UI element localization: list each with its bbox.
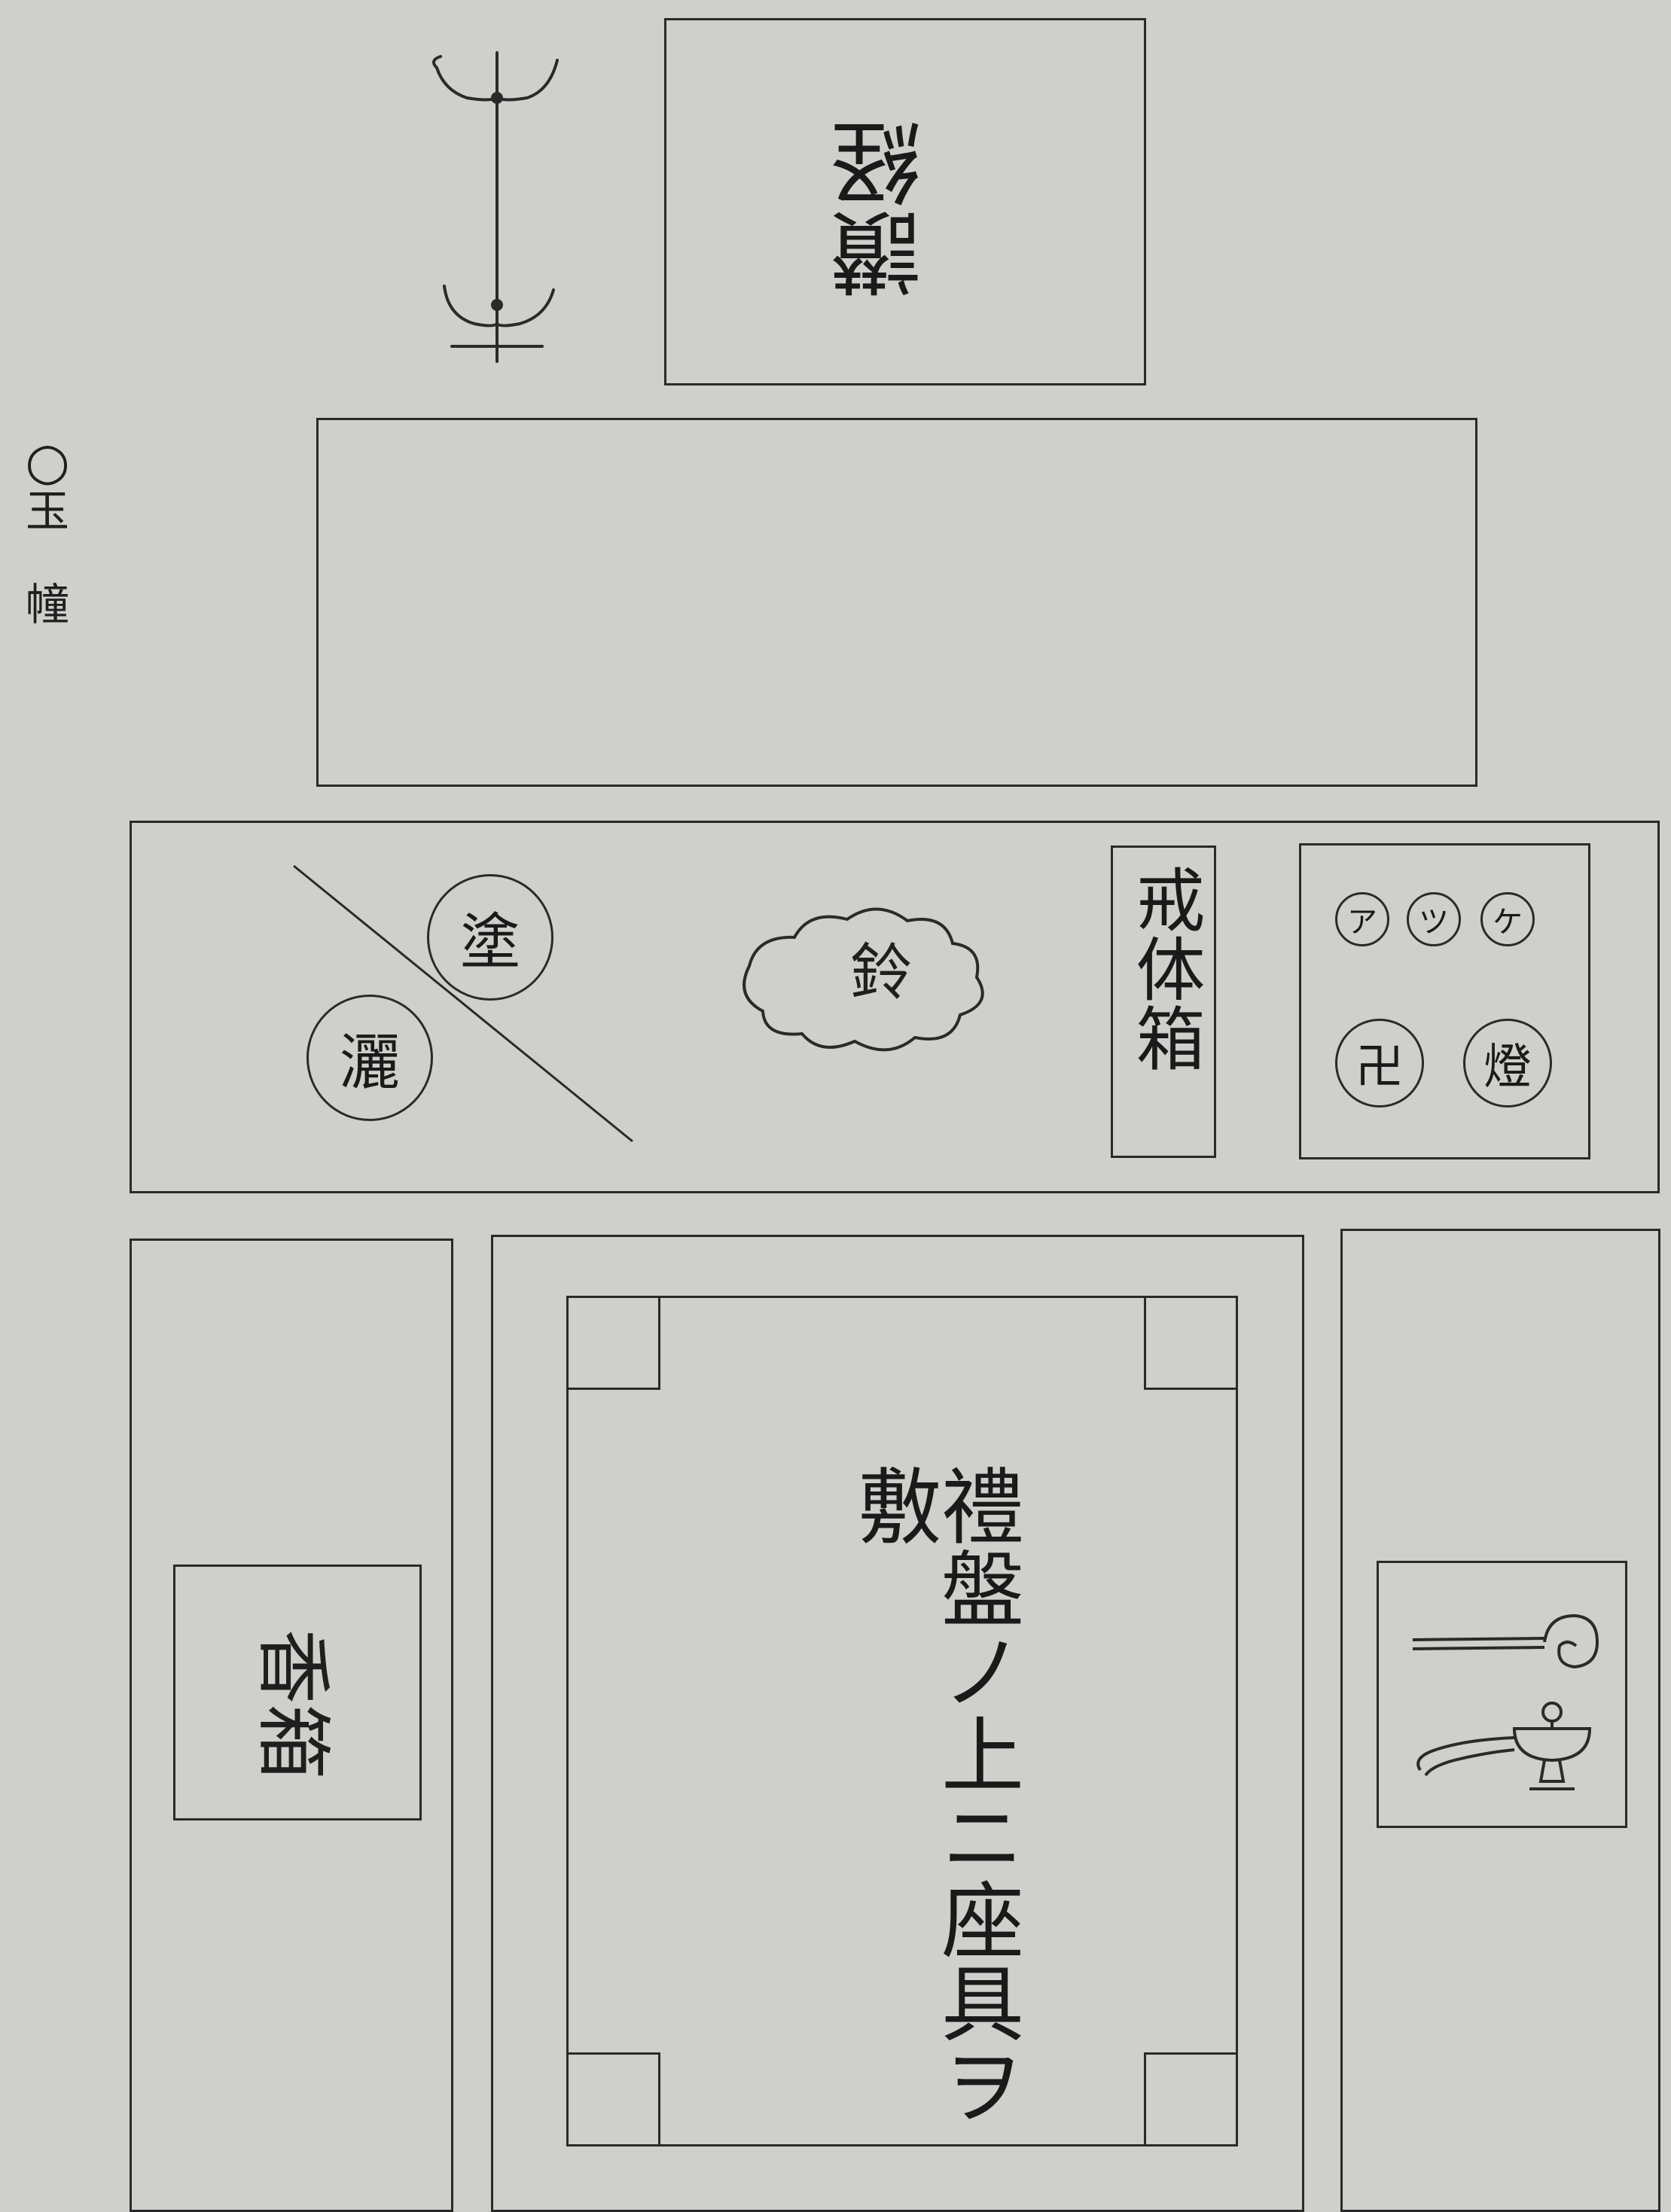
side-title: ○ 玉 幢 [14,437,81,629]
censer-icon [1416,1702,1592,1790]
implements-panel: 塗 灑 鈴 戒体箱 ア ツ ケ 卍 燈 [130,821,1660,1193]
symbols-box: ア ツ ケ 卍 燈 [1299,843,1590,1159]
corner-bottom-left [566,2052,660,2146]
diagonal-line [293,864,984,1143]
side-title-char-1: 玉 [25,486,69,537]
top-sutra-label: 讃経 [832,118,937,299]
circle-lamp: 燈 [1463,1019,1552,1108]
circle-swastika: 卍 [1335,1019,1424,1108]
left-bottom-box: 香箱 [130,1239,453,2212]
stand-icon [432,51,559,363]
small-circle-a: ア [1335,892,1389,946]
corner-top-right [1144,1296,1238,1390]
altar-table-box [316,418,1477,787]
spoon-icon [1412,1613,1599,1669]
incense-box-label: 香箱 [249,1629,337,1780]
right-bottom-box [1340,1229,1660,2212]
precept-box: 戒体箱 [1111,845,1216,1158]
small-circle-tsu: ツ [1407,892,1461,946]
precept-box-label: 戒体箱 [1124,864,1205,1072]
top-sutra-box: 讃経 [664,18,1146,385]
worship-platform-label: 禮盤ノ上ニ座具ヲ敷 [844,1464,1023,2126]
circle-lower-left: 灑 [306,995,433,1121]
small-circle-ke: ケ [1480,892,1535,946]
worship-platform-inner: 禮盤ノ上ニ座具ヲ敷 [566,1296,1238,2146]
worship-platform-outer: 禮盤ノ上ニ座具ヲ敷 [491,1235,1304,2212]
circle-upper-left: 塗 [427,874,553,1001]
corner-bottom-right [1144,2052,1238,2146]
side-title-mark: ○ [25,432,70,492]
incense-box: 香箱 [173,1565,422,1820]
side-title-char-2: 幢 [25,578,69,630]
bell-label: 鈴 [849,937,912,1009]
corner-top-left [566,1296,660,1390]
implements-sub-box [1377,1561,1627,1828]
